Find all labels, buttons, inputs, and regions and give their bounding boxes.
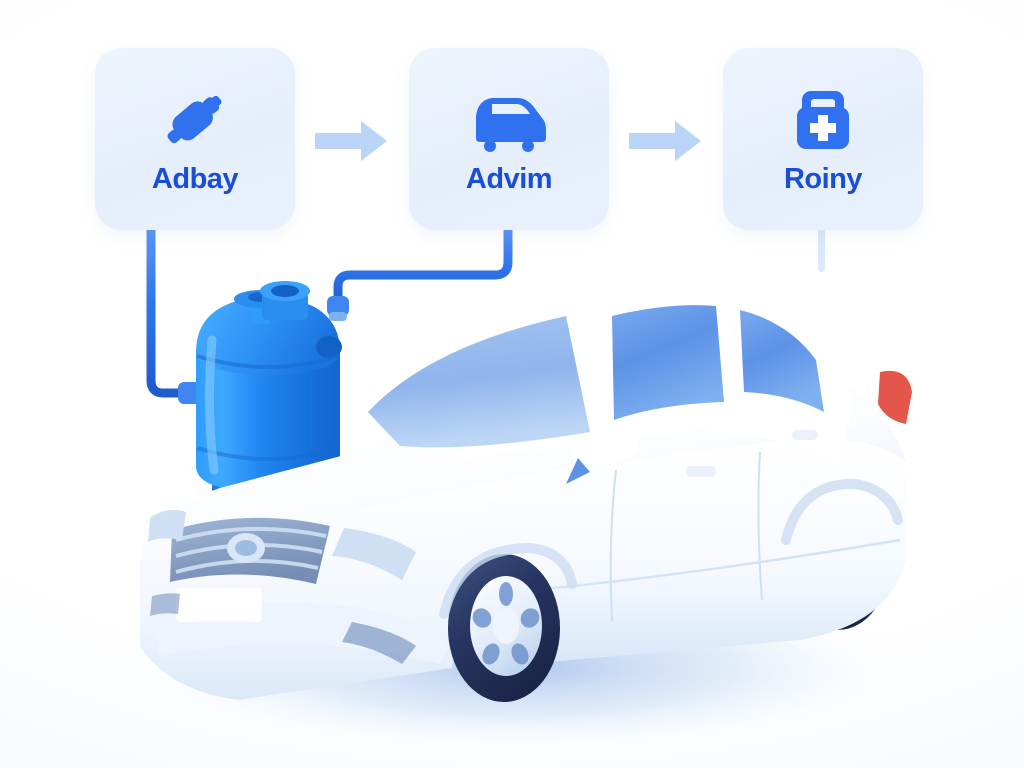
connector-roiny <box>818 228 825 272</box>
front-side-window <box>612 305 724 420</box>
connector-adbay <box>146 223 201 398</box>
rear-side-window <box>740 310 824 412</box>
white-sedan <box>140 280 912 702</box>
flow-card-adbay[interactable]: Adbay <box>95 48 295 230</box>
headlight-left <box>148 510 186 542</box>
headlight-right <box>332 528 416 580</box>
blue-pressure-tank <box>196 281 342 516</box>
canister-icon <box>156 83 234 155</box>
flow-card-advim[interactable]: Advim <box>409 48 609 230</box>
arrow-right-icon <box>627 118 705 164</box>
license-plate <box>176 588 262 622</box>
door-handle-rear <box>792 430 818 440</box>
flow-card-label: Advim <box>465 162 553 195</box>
car-icon <box>466 83 552 155</box>
front-wheel <box>448 554 560 702</box>
arrow-right-icon <box>313 118 391 164</box>
front-wheel-arch <box>439 542 577 619</box>
threaded-fill-port <box>260 281 310 320</box>
flow-card-label: Adbay <box>151 162 239 195</box>
door-seam-rear <box>757 451 763 601</box>
round-inspection-hole <box>316 336 342 358</box>
fog-lamp-right <box>342 622 416 664</box>
flow-card-roiny[interactable]: Roiny <box>723 48 923 230</box>
flow-card-label: Roiny <box>783 162 863 195</box>
windshield <box>368 316 590 448</box>
tail-light <box>878 370 912 424</box>
tank-highlight <box>204 335 219 475</box>
fog-lamp-left <box>150 593 180 616</box>
front-grille <box>170 517 330 584</box>
door-seam-front <box>609 469 617 623</box>
car-body-side <box>452 438 906 666</box>
rear-wheel-arch <box>781 478 903 545</box>
first-aid-kit-icon <box>784 83 862 155</box>
connector-advim <box>333 223 513 317</box>
pipe-coupling-top <box>327 296 349 321</box>
side-mirror <box>566 428 639 484</box>
door-handle-front <box>686 466 716 477</box>
